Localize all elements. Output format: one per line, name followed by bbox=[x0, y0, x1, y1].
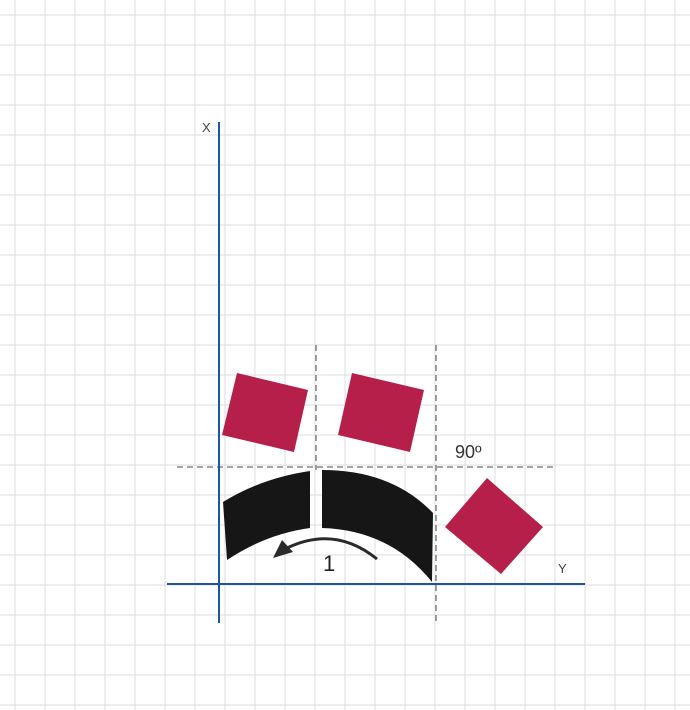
axes bbox=[167, 122, 585, 623]
arc-segment-left bbox=[223, 471, 310, 560]
square-rotated-middle bbox=[338, 373, 424, 452]
arrow-head-icon bbox=[273, 540, 293, 558]
rotation-arrow bbox=[273, 537, 378, 561]
dashed-guides bbox=[177, 345, 553, 625]
x-axis-label: X bbox=[202, 120, 211, 135]
arc-segment-right bbox=[322, 470, 433, 582]
rotation-arrow-arc bbox=[286, 537, 378, 561]
step-label: 1 bbox=[323, 551, 335, 576]
squares bbox=[222, 373, 543, 574]
y-axis-label: Y bbox=[558, 561, 567, 576]
square-rotated-left bbox=[222, 373, 308, 452]
angle-label: 90º bbox=[455, 442, 482, 462]
square-diamond-right bbox=[445, 478, 543, 574]
arc-segments bbox=[223, 470, 433, 582]
